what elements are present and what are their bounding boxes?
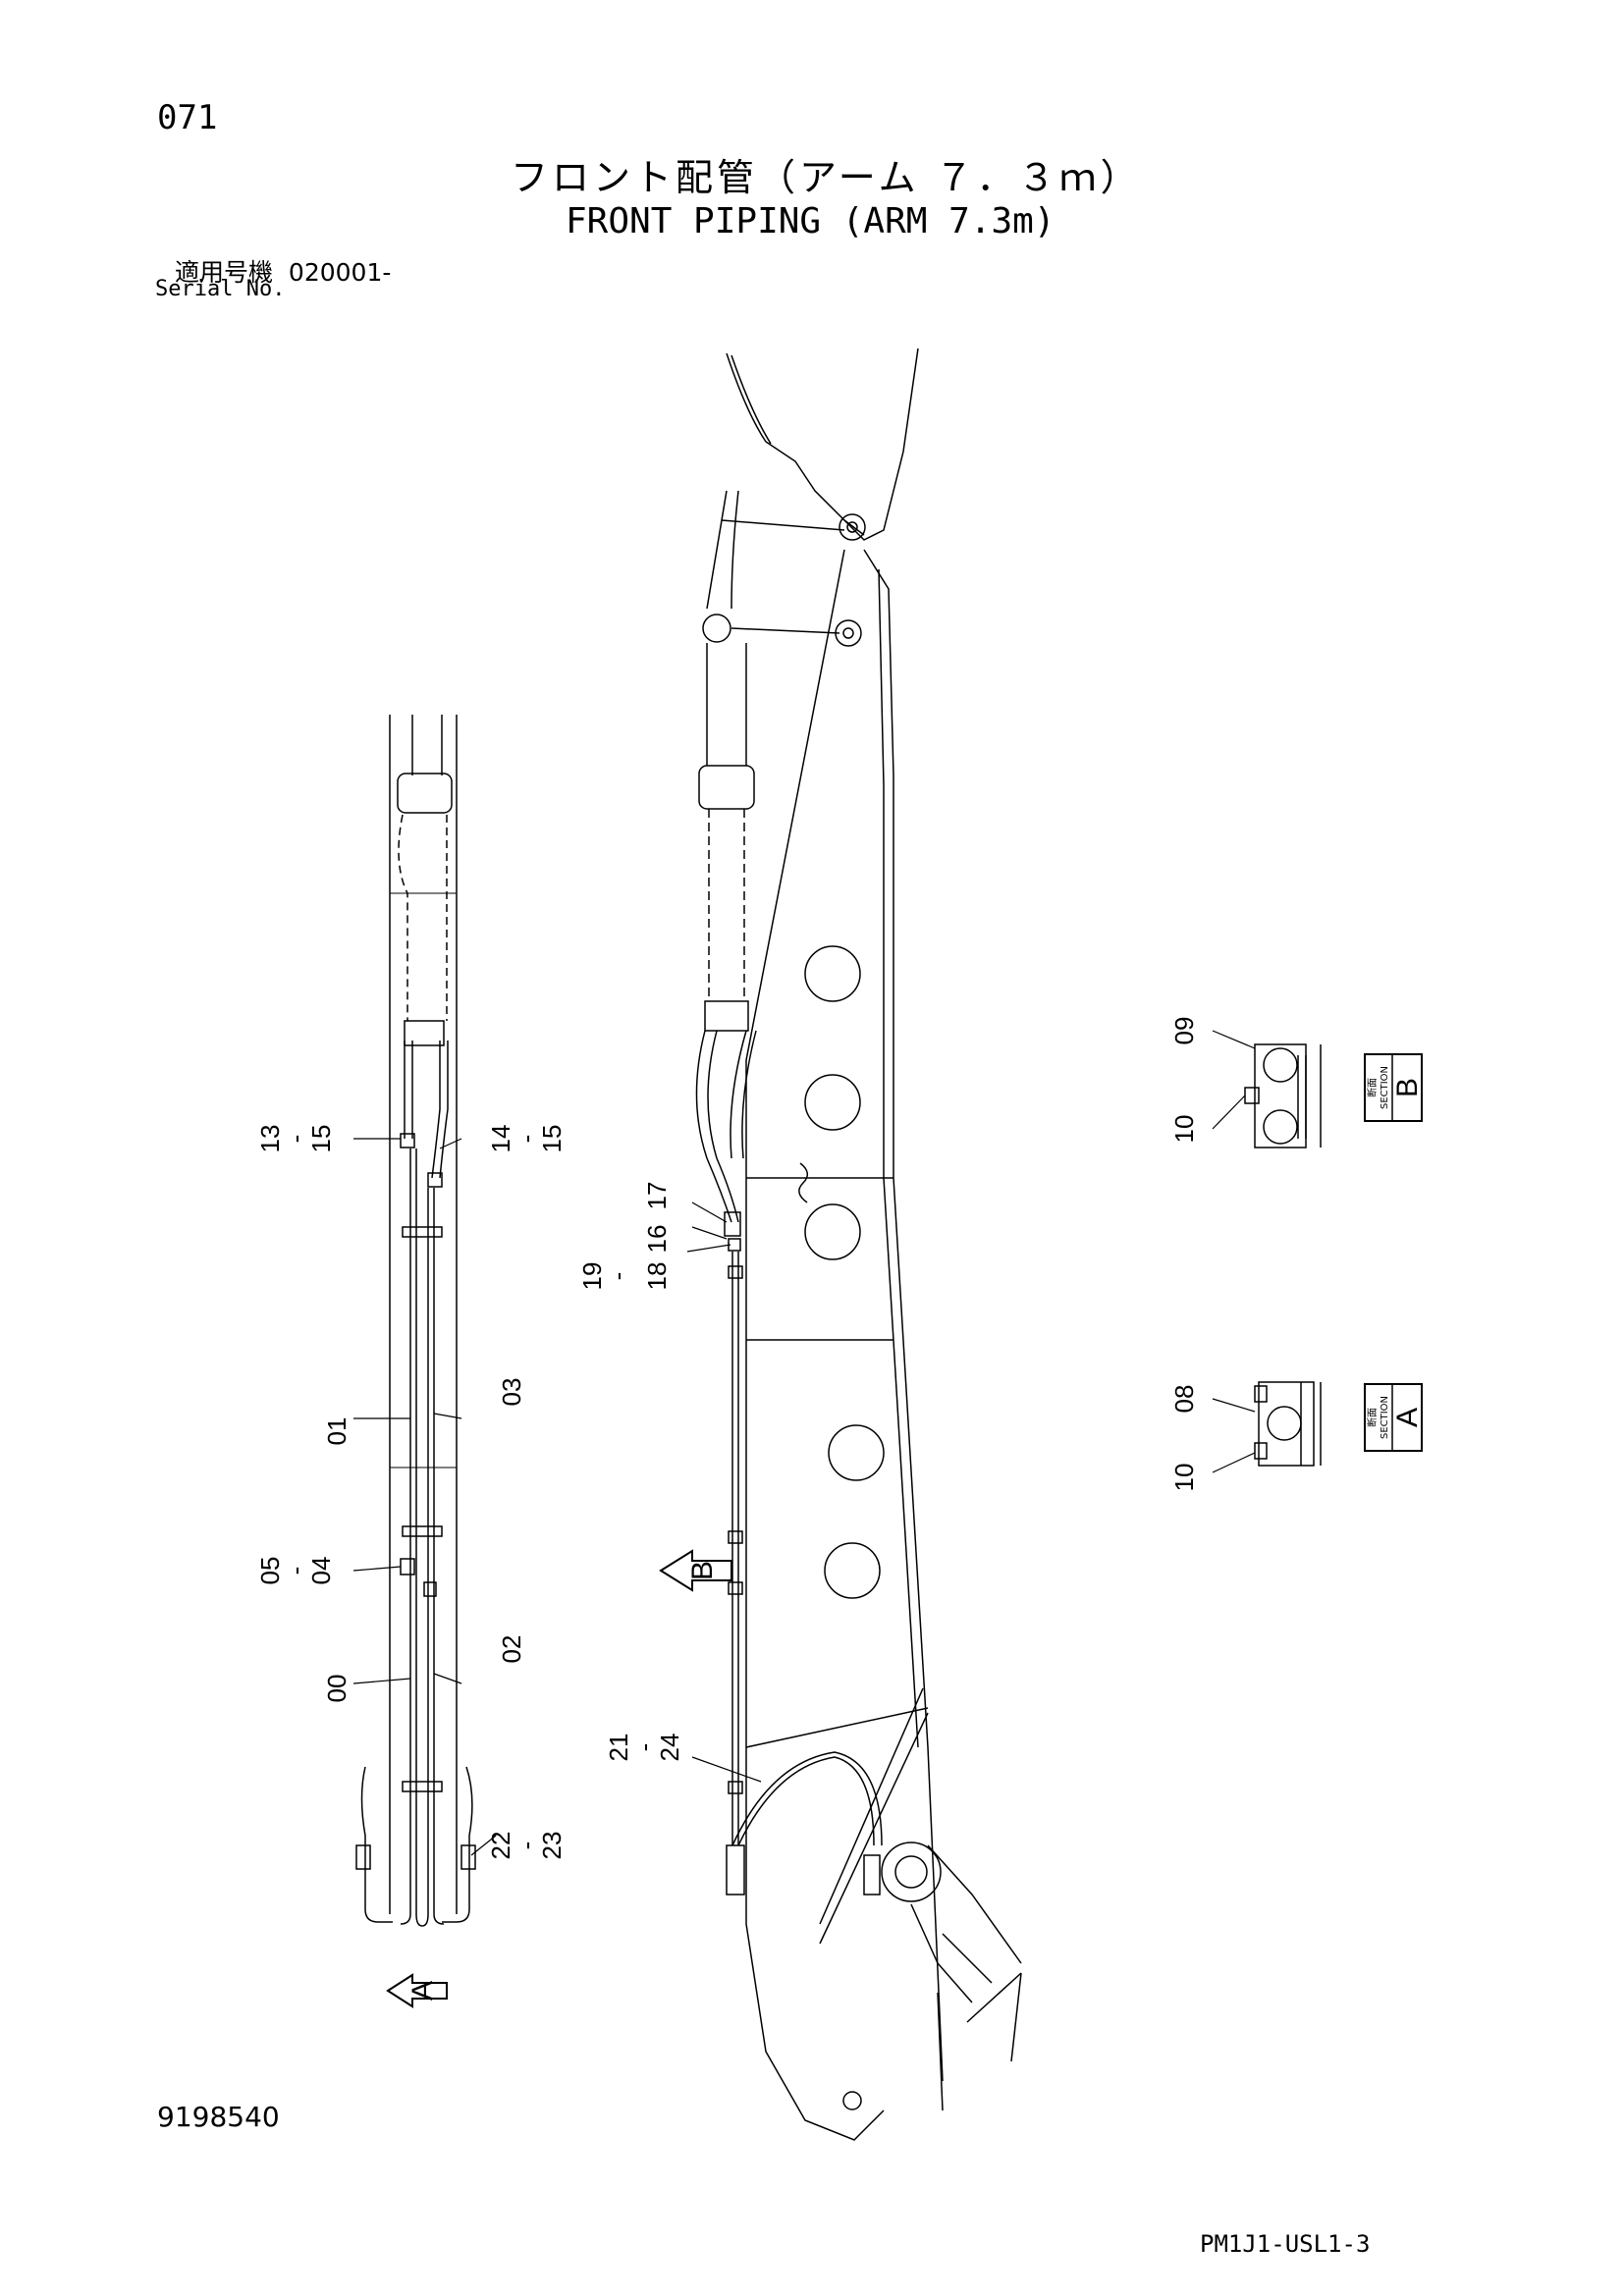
top-view [355, 715, 476, 2008]
section-b-detail [1244, 1043, 1423, 1148]
callout-10-b: 10 [1169, 1115, 1199, 1144]
section-b-word: SECTION [1380, 1066, 1390, 1109]
callout-00: 00 [322, 1675, 352, 1703]
page-number: 071 [157, 98, 218, 137]
callout-09: 09 [1169, 1017, 1199, 1045]
section-a-word: SECTION [1380, 1396, 1390, 1439]
section-a-letter: A [1391, 1408, 1424, 1427]
callout-22-23: 22-23 [486, 1832, 567, 1860]
callout-21-24: 21-24 [604, 1734, 684, 1762]
callout-05-04: 05-04 [255, 1557, 336, 1585]
leader-lines [352, 1030, 1256, 1856]
document-code: PM1J1-USL1-3 [1200, 2230, 1371, 2258]
section-b-letter: B [1391, 1078, 1424, 1097]
title-english: FRONT PIPING (ARM 7.3m) [566, 201, 1056, 241]
section-a-jp: 断面 [1366, 1408, 1379, 1427]
callout-10-a: 10 [1169, 1464, 1199, 1492]
section-a-detail [1254, 1381, 1423, 1467]
callout-01: 01 [322, 1417, 352, 1446]
callout-13-15: 13-15 [255, 1125, 336, 1153]
callout-08: 08 [1169, 1385, 1199, 1414]
serial-label-english: Serial No. [155, 277, 286, 301]
view-a-letter: A [406, 1981, 439, 2001]
drawing-number: 9198540 [157, 2101, 280, 2133]
title-japanese: フロント配管（アーム ７．３ｍ） [511, 156, 1142, 199]
callout-labels: 13-15 14-15 01 03 05-04 00 02 22-23 17 1… [255, 1017, 1424, 2001]
callout-16: 16 [642, 1225, 672, 1254]
callout-03: 03 [497, 1378, 526, 1407]
section-b-jp: 断面 [1366, 1078, 1379, 1097]
callout-17: 17 [642, 1182, 672, 1210]
callout-18: 18 [642, 1262, 672, 1291]
serial-label-japanese: 適用号機 020001- [175, 253, 391, 289]
side-view [659, 347, 1022, 2141]
callout-02: 02 [497, 1635, 526, 1664]
serial-label-jp: 適用号機 [175, 258, 274, 287]
callout-14-15: 14-15 [486, 1125, 567, 1153]
callout-19: 19- [577, 1262, 632, 1291]
serial-value: 020001- [288, 258, 392, 287]
view-b-letter: B [686, 1561, 719, 1580]
